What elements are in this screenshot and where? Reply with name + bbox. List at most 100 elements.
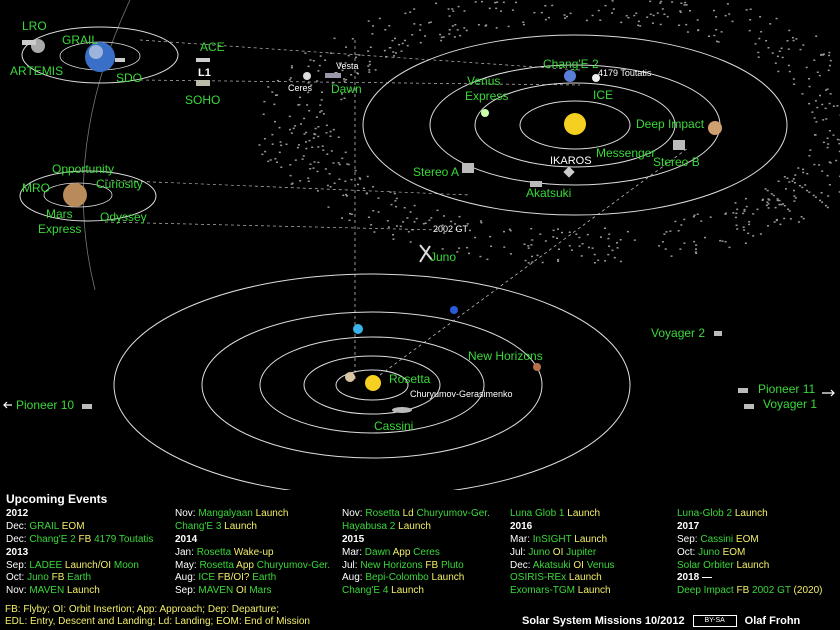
asteroid-dot [523, 243, 526, 245]
earth-cloud [89, 45, 103, 59]
event-segment: Nov: [175, 508, 199, 519]
asteroid-dot [578, 245, 581, 247]
asteroid-dot [350, 213, 353, 215]
event-row: May: Rosetta App Churyumov-Ger. [175, 560, 330, 573]
asteroid-dot [808, 102, 811, 105]
event-row: OSIRIS-REx Launch [510, 572, 615, 585]
asteroid-dot [317, 135, 320, 138]
asteroid-dot [490, 245, 493, 247]
asteroid-dot [388, 47, 391, 49]
asteroid-dot [695, 252, 698, 254]
asteroid-dot [745, 9, 748, 11]
asteroid-dot [828, 130, 831, 132]
asteroid-dot [793, 83, 796, 85]
asteroid-dot [530, 227, 533, 230]
asteroid-dot [429, 21, 432, 23]
asteroid-dot [294, 125, 297, 127]
asteroid-dot [724, 14, 727, 17]
event-segment: Pluto [440, 559, 464, 571]
asteroid-dot [821, 103, 824, 106]
asteroid-dot [509, 253, 512, 255]
svg-text:ACE: ACE [200, 40, 225, 54]
asteroid-dot [709, 216, 712, 218]
event-row: Nov: MAVEN Launch [6, 585, 153, 598]
asteroid-dot [825, 118, 828, 120]
svg-text:Dawn: Dawn [331, 82, 362, 96]
asteroid-dot [395, 52, 397, 54]
toutatis-label: 4179 Toutatis [598, 68, 652, 78]
asteroid-dot [797, 167, 800, 169]
asteroid-dot [317, 126, 320, 128]
event-segment: Jan: [175, 546, 197, 558]
asteroid-dot [670, 255, 673, 257]
l1-label: L1 [198, 67, 211, 79]
asteroid-dot [392, 238, 395, 240]
asteroid-dot [502, 1, 505, 4]
messenger-label: Messenger [596, 146, 655, 160]
asteroid-dot [708, 35, 710, 37]
asteroid-dot [274, 120, 276, 123]
asteroid-dot [511, 9, 514, 11]
asteroid-dot [736, 208, 739, 211]
asteroid-dot [383, 49, 386, 52]
asteroid-dot [454, 24, 457, 26]
asteroid-dot [637, 24, 640, 27]
asteroid-dot [747, 232, 750, 235]
asteroid-dot [404, 12, 407, 15]
asteroid-dot [680, 224, 683, 226]
asteroid-dot [298, 103, 301, 106]
asteroid-dot [759, 16, 762, 18]
asteroid-dot [503, 230, 505, 233]
svg-text:Opportunity: Opportunity [52, 162, 114, 176]
asteroid-dot [457, 5, 460, 8]
legend-line: FB: Flyby; OI: Orbit Insertion; App: App… [5, 604, 280, 615]
asteroid-dot [752, 213, 755, 215]
asteroid-dot [772, 194, 775, 197]
asteroid-dot [651, 22, 654, 24]
asteroid-dot [826, 137, 829, 139]
event-segment: MAVEN [198, 585, 234, 597]
asteroid-dot [775, 218, 778, 221]
asteroid-dot [527, 247, 530, 249]
asteroid-dot [285, 143, 288, 145]
asteroid-dot [374, 69, 377, 71]
asteroid-dot [787, 64, 790, 67]
asteroid-dot [393, 192, 396, 195]
new-horizons-label: New Horizons [468, 349, 543, 363]
asteroid-dot [649, 13, 652, 15]
asteroid-dot [539, 233, 542, 235]
asteroid-dot [263, 138, 266, 140]
event-row: Sep: MAVEN OI Mars [175, 585, 330, 598]
asteroid-dot [826, 88, 829, 90]
asteroid-dot [330, 150, 333, 152]
asteroid-dot [345, 78, 348, 81]
asteroid-dot [826, 174, 829, 177]
asteroid-dot [734, 202, 737, 204]
event-segment: OI [233, 585, 250, 597]
ikaros-label: IKAROS [550, 155, 592, 167]
asteroid-dot [812, 194, 815, 197]
svg-text:MRO: MRO [22, 181, 50, 195]
stereo-a-label: Stereo A [413, 165, 459, 179]
asteroid-dot [795, 38, 798, 40]
asteroid-dot [527, 245, 530, 247]
asteroid-dot [581, 243, 584, 245]
asteroid-dot [326, 153, 329, 155]
asteroid-dot [566, 15, 568, 18]
asteroid-dot [451, 25, 454, 27]
event-segment: Launch [571, 533, 608, 545]
asteroid-dot [337, 162, 340, 164]
event-row: Exomars-TGM Launch [510, 585, 615, 598]
asteroid-dot [428, 219, 431, 221]
svg-text:Cassini: Cassini [374, 419, 413, 433]
asteroid-dot [715, 16, 718, 18]
event-segment: Dec: [6, 520, 30, 532]
asteroid-dot [341, 217, 343, 219]
asteroid-dot [347, 163, 350, 166]
asteroid-dot [792, 39, 795, 42]
asteroid-dot [479, 255, 482, 258]
pluto [533, 363, 541, 371]
asteroid-dot [808, 85, 811, 88]
asteroid-dot [307, 65, 310, 68]
legend-line: EDL: Entry, Descent and Landing; Ld: Lan… [5, 616, 310, 627]
